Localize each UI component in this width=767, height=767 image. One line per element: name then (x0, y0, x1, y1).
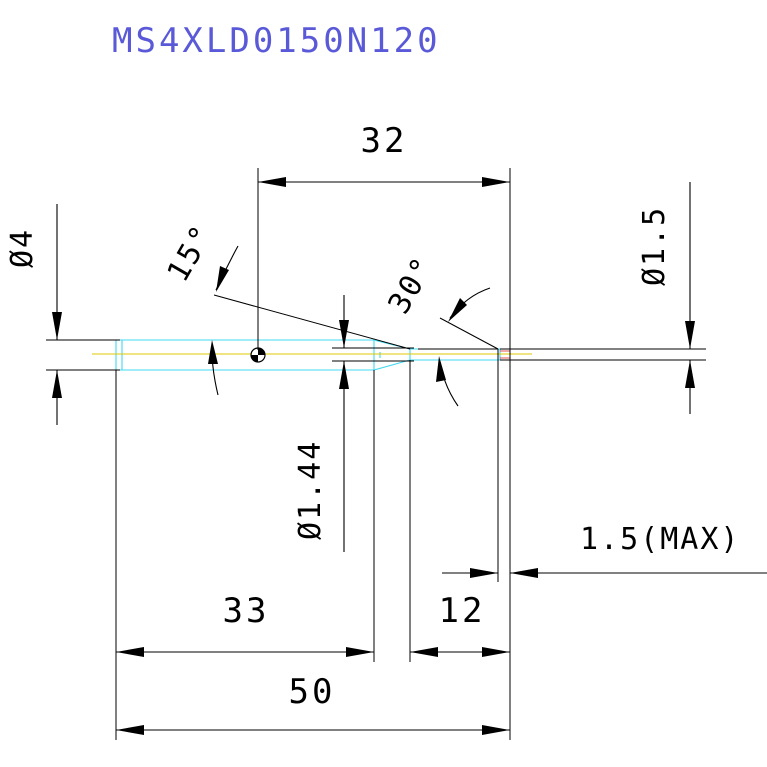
dimension-32-label: 32 (361, 121, 408, 161)
dimension-50: 50 (116, 672, 510, 735)
dimension-taper-angle: 15° (161, 218, 239, 396)
extension-lines (46, 168, 706, 740)
dimension-max-offset: 1.5(MAX) (442, 522, 767, 578)
tool-tip (500, 350, 510, 359)
dimension-shank-diameter: Ø4 (5, 204, 62, 425)
dimension-tip-diameter: Ø1.5 (637, 182, 695, 414)
tool-body (115, 339, 510, 371)
dimension-50-label: 50 (289, 672, 336, 712)
dimension-neck-diameter: Ø1.44 (293, 295, 349, 552)
center-marker-icon (250, 347, 266, 363)
dimension-point-angle: 30° (382, 250, 491, 407)
taper-angle-label: 15° (161, 218, 221, 288)
neck-diameter-label: Ø1.44 (293, 440, 328, 540)
tip-diameter-label: Ø1.5 (637, 206, 672, 286)
part-number-title: MS4XLD0150N120 (112, 21, 441, 61)
dimension-12-label: 12 (439, 591, 486, 631)
dimension-33-label: 33 (223, 591, 270, 631)
dimension-32: 32 (258, 121, 510, 187)
shank-diameter-label: Ø4 (5, 228, 40, 268)
point-angle-label: 30° (382, 250, 442, 320)
max-offset-label: 1.5(MAX) (580, 522, 741, 557)
dimension-33: 33 (116, 591, 374, 657)
dimension-12: 12 (410, 591, 510, 657)
